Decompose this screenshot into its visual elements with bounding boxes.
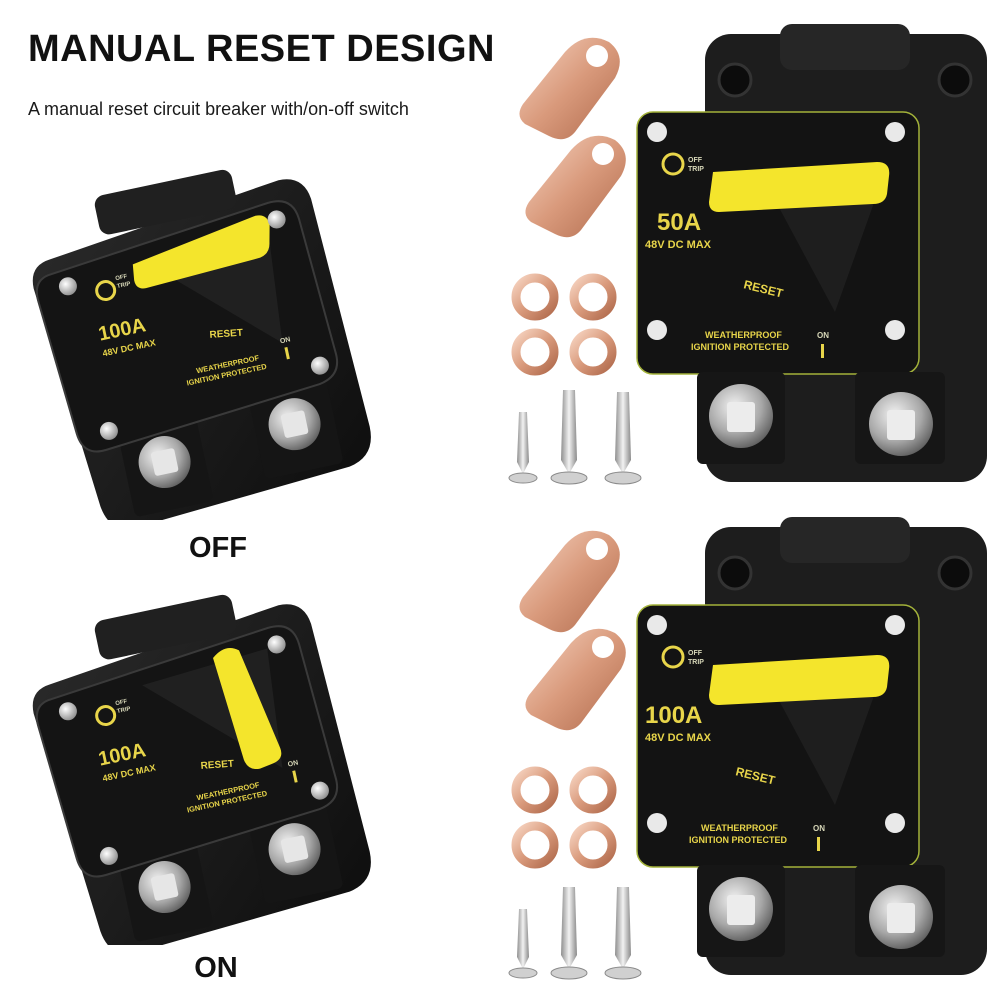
copper-washer — [569, 766, 617, 814]
page-subtitle: A manual reset circuit breaker with/on-o… — [28, 99, 409, 119]
breaker-100a: OFF TRIP 100A 48V DC MAX RESET ON WEATHE… — [636, 517, 987, 975]
voltage-text: 48V DC MAX — [645, 239, 712, 251]
weatherproof-text: WEATHERPROOF — [701, 823, 778, 833]
mounting-screw — [508, 909, 538, 979]
breaker-50a: OFF TRIP 50A 48V DC MAX RESET ON WEATHER… — [636, 24, 987, 482]
trip-label-print: TRIP — [117, 281, 132, 290]
copper-washer — [569, 273, 617, 321]
page-title: MANUAL RESET DESIGN — [28, 28, 495, 70]
kit-bottom-image: OFF TRIP 100A 48V DC MAX RESET ON WEATHE… — [508, 517, 987, 980]
trip-label-print: TRIP — [117, 706, 132, 715]
mounting-screw — [508, 412, 538, 484]
breaker-off-image: OFF TRIP 100A 48V DC MAX RESET ON WEATHE… — [32, 169, 371, 520]
state-label-off: OFF — [189, 532, 247, 564]
mounting-screw — [550, 887, 588, 980]
kit-top-image: OFF TRIP 50A 48V DC MAX RESET ON WEATHER… — [508, 24, 987, 485]
on-print: ON — [813, 824, 825, 833]
copper-washer — [511, 273, 559, 321]
copper-washer — [569, 821, 617, 869]
state-label-on: ON — [194, 952, 238, 984]
copper-lug — [525, 135, 626, 238]
trip-label-print: TRIP — [688, 659, 704, 666]
copper-washer — [511, 766, 559, 814]
trip-label-print: TRIP — [688, 166, 704, 173]
mounting-screw — [604, 392, 642, 485]
mounting-screw — [604, 887, 642, 980]
copper-lug — [525, 628, 626, 731]
weatherproof-text: WEATHERPROOF — [705, 330, 782, 340]
on-print: ON — [287, 760, 299, 769]
copper-washer — [511, 821, 559, 869]
voltage-text: 48V DC MAX — [645, 732, 712, 744]
reset-text: RESET — [209, 328, 243, 341]
rating-text: 50A — [657, 209, 701, 236]
ignition-text: IGNITION PROTECTED — [691, 342, 790, 352]
rating-text: 100A — [645, 702, 702, 729]
reset-text: RESET — [200, 759, 234, 772]
breaker-on-image: OFF TRIP 100A 48V DC MAX RESET ON WEATHE… — [32, 594, 371, 945]
copper-washer — [511, 328, 559, 376]
copper-lug — [519, 37, 620, 140]
mounting-screw — [550, 390, 588, 485]
off-label-print: OFF — [688, 157, 703, 164]
on-print: ON — [817, 331, 829, 340]
copper-washer — [569, 328, 617, 376]
off-label-print: OFF — [688, 650, 703, 657]
off-label-print: OFF — [115, 699, 128, 707]
off-label-print: OFF — [115, 274, 128, 282]
ignition-text: IGNITION PROTECTED — [689, 835, 788, 845]
copper-lug — [519, 530, 620, 633]
on-print: ON — [279, 336, 291, 345]
